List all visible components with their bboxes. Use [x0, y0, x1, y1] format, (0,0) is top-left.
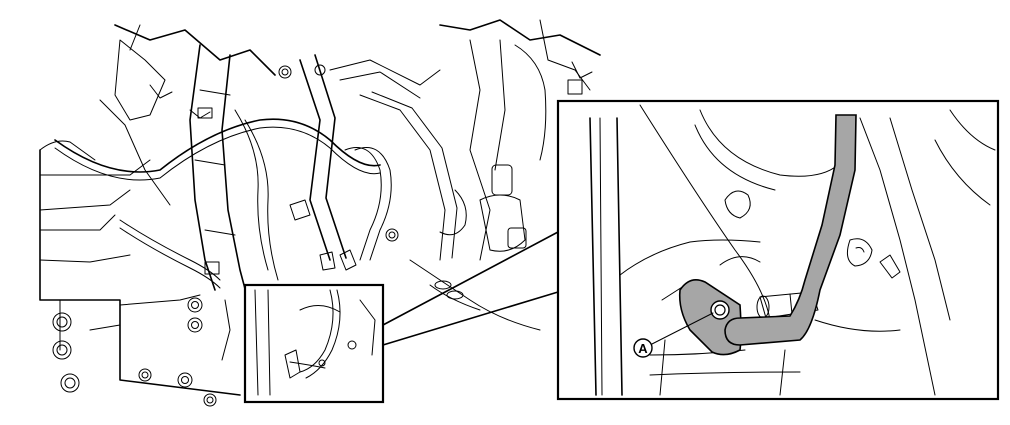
callout-a: A — [633, 312, 714, 358]
main-assembly-drawing — [39, 19, 601, 407]
bolt-group — [52, 64, 399, 407]
detail-source-box — [243, 283, 385, 404]
rod-highlight — [724, 114, 857, 346]
zoom-leader-lines — [382, 231, 559, 346]
magnified-inset: A — [556, 99, 1000, 401]
callout-a-label: A — [638, 341, 648, 356]
bolt-a — [710, 300, 730, 320]
